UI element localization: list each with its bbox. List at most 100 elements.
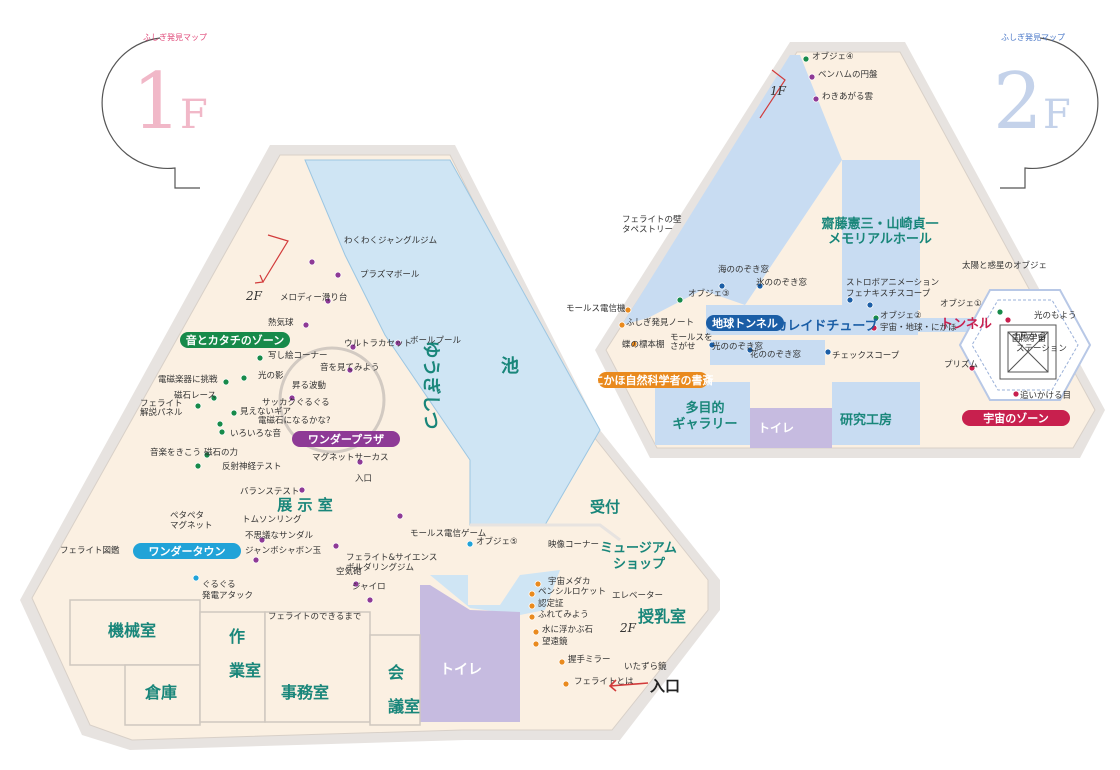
exhibit-pin[interactable] <box>256 354 264 362</box>
exhibit-pin[interactable] <box>288 394 296 402</box>
point-label-1f: トムソンリング <box>242 514 302 525</box>
exhibit-pin[interactable] <box>846 296 854 304</box>
exhibit-pin[interactable] <box>872 314 880 322</box>
point-label-1f: 不思議なサンダル <box>245 530 314 541</box>
room-name: 研究工房 <box>840 412 892 428</box>
floor-1f-letter: F <box>180 92 208 138</box>
exhibit-pin[interactable] <box>562 680 570 688</box>
exhibit-pin[interactable] <box>216 420 224 428</box>
exhibit-pin[interactable] <box>218 428 226 436</box>
room-name: ミュージアム <box>600 541 677 556</box>
zone-label: ワンダータウン <box>149 544 226 558</box>
point-label-2f: 国際宇宙 <box>1012 333 1046 344</box>
exhibit-pin[interactable] <box>808 73 816 81</box>
exhibit-pin[interactable] <box>203 451 211 459</box>
exhibit-pin[interactable] <box>258 536 266 544</box>
point-label-1f: 握手ミラー <box>568 654 611 665</box>
zone-pill[interactable] <box>598 372 708 388</box>
exhibit-pin[interactable] <box>718 282 726 290</box>
exhibit-pin[interactable] <box>356 458 364 466</box>
exhibit-pin[interactable] <box>346 366 354 374</box>
exhibit-pin[interactable] <box>746 346 754 354</box>
exhibit-pin[interactable] <box>1012 390 1020 398</box>
exhibit-pin[interactable] <box>222 378 230 386</box>
point-label-1f: 水に浮かぶ石 <box>542 624 593 635</box>
exhibit-pin[interactable] <box>624 306 632 314</box>
exhibit-pin[interactable] <box>824 348 832 356</box>
zone-pill[interactable] <box>962 410 1070 426</box>
downstairs-label-2f: 1F <box>770 84 787 98</box>
room-name: トイレ <box>440 662 482 678</box>
exhibit-pin[interactable] <box>870 324 878 332</box>
point-label-2f: 光のもよう <box>1034 310 1077 321</box>
exhibit-pin[interactable] <box>240 374 248 382</box>
zone-pill[interactable] <box>292 431 400 447</box>
room-name: トイレ <box>758 421 794 435</box>
room-name: 多目的 <box>685 400 724 416</box>
exhibit-pin[interactable] <box>812 95 820 103</box>
stairs-label-1f: 2F <box>619 621 637 635</box>
exhibit-pin[interactable] <box>630 340 638 348</box>
room-name: ショップ <box>613 557 666 572</box>
floor-arrows: 2F 1F 2F 1Fから 入口 <box>245 69 1046 695</box>
exhibit-pin[interactable] <box>676 296 684 304</box>
point-label-2f: ストロボアニメーション <box>846 278 939 288</box>
room-name: 池 <box>501 355 519 377</box>
exhibit-pin[interactable] <box>528 613 536 621</box>
zone-label: にかほ自然科学者の書斎 <box>593 373 714 387</box>
exhibit-pin[interactable] <box>230 409 238 417</box>
point-label-1f: 映像コーナー <box>548 539 599 550</box>
exhibit-pin[interactable] <box>708 341 716 349</box>
point-label-2f: オブジェ② <box>880 310 922 321</box>
exhibit-pin[interactable] <box>210 394 218 402</box>
exhibit-pin[interactable] <box>528 590 536 598</box>
room-name: 機械室 <box>108 621 156 640</box>
zone-pill[interactable] <box>133 543 241 559</box>
exhibit-pin[interactable] <box>192 574 200 582</box>
point-label-1f: メロディー滑り台 <box>280 292 347 303</box>
point-label-1f: ボールプール <box>410 336 462 346</box>
exhibit-pin[interactable] <box>298 486 306 494</box>
exhibit-pin[interactable] <box>349 343 357 351</box>
zone-pill[interactable] <box>180 332 290 348</box>
exhibit-pin[interactable] <box>1004 316 1012 324</box>
point-label-1f: いろいろな音 <box>230 428 282 439</box>
exhibit-pin[interactable] <box>334 271 342 279</box>
exhibit-pin[interactable] <box>528 602 536 610</box>
exhibit-pin[interactable] <box>394 339 402 347</box>
exhibit-pin[interactable] <box>324 297 332 305</box>
point-label-1f: 音を見てみよう <box>320 362 380 373</box>
exhibit-pin[interactable] <box>466 540 474 548</box>
exhibit-pin[interactable] <box>996 308 1004 316</box>
point-label-1f: マグネット <box>170 520 213 531</box>
exhibit-pin[interactable] <box>302 321 310 329</box>
floor-2f-caption: ふしぎ発見マップ <box>1001 32 1065 42</box>
exhibit-pin[interactable] <box>366 596 374 604</box>
point-label-1f: 電磁石になるかな? <box>258 415 331 426</box>
exhibit-pin[interactable] <box>396 512 404 520</box>
exhibit-pin[interactable] <box>194 402 202 410</box>
exhibit-pin[interactable] <box>866 301 874 309</box>
point-label-2f: オブジェ④ <box>812 51 854 62</box>
exhibit-pin[interactable] <box>532 640 540 648</box>
exhibit-pin[interactable] <box>252 556 260 564</box>
exhibit-pin[interactable] <box>352 580 360 588</box>
exhibit-pin[interactable] <box>532 628 540 636</box>
exhibit-pin[interactable] <box>968 364 976 372</box>
zone-label: ワンダープラザ <box>308 432 384 446</box>
exhibit-pin[interactable] <box>308 258 316 266</box>
exhibit-pin[interactable] <box>534 580 542 588</box>
point-label-1f: サッカクぐるぐる <box>262 398 330 408</box>
point-label-2f: モールス電信機 <box>566 303 626 314</box>
exhibit-pin[interactable] <box>756 282 764 290</box>
upstairs-label-1f: 2F <box>245 289 263 303</box>
exhibit-pin[interactable] <box>194 462 202 470</box>
floor-2f-plan <box>595 42 1105 458</box>
zone-label: 宇宙のゾーン <box>983 411 1048 425</box>
exhibit-pin[interactable] <box>802 55 810 63</box>
zone-pill[interactable] <box>706 315 784 331</box>
exhibit-pin[interactable] <box>558 658 566 666</box>
exhibit-pin[interactable] <box>332 542 340 550</box>
point-label-1f: マグネットサーカス <box>312 452 389 463</box>
exhibit-pin[interactable] <box>618 321 626 329</box>
